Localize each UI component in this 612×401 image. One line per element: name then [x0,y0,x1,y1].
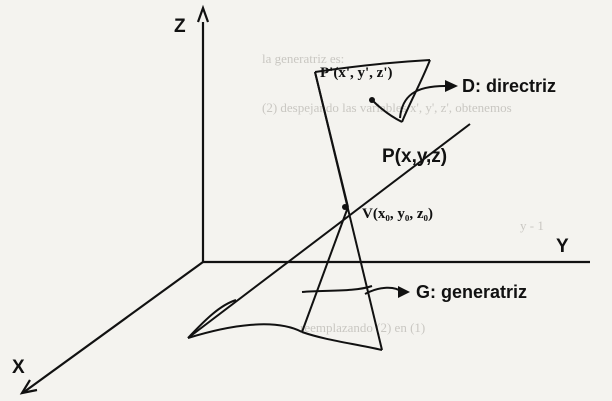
directriz-label: D: directriz [462,76,556,96]
x-axis [23,261,204,393]
z-axis-arrow [196,4,210,23]
directriz-top-curve [314,59,431,73]
p-prime-point [369,97,375,103]
svg-text:y - 1: y - 1 [520,218,544,233]
directriz-arrowhead [445,80,458,92]
point-p-label: P(x,y,z) [382,146,447,167]
generatriz-pointer [364,286,403,295]
lower-curve-bottom [301,331,383,351]
vertex-label: V(x₀, y₀, z₀) [362,206,433,222]
generatriz-arrowhead [398,286,410,298]
pointer-arrows [364,80,458,298]
point-p-prime-label: P'(x', y', z') [320,65,392,81]
svg-text:la generatriz es:: la generatriz es: [262,51,344,66]
x-axis-arrow [19,379,38,395]
coordinate-axes [19,4,590,395]
directriz-pointer [399,85,446,119]
generatriz-label: G: generatriz [416,282,527,302]
z-axis-label: Z [174,16,186,37]
lower-curve-left [187,323,303,339]
svg-text:reemplazando (2) en (1): reemplazando (2) en (1) [300,320,425,335]
lower-curve-top [301,285,373,293]
cone-surface [187,59,471,351]
generatrix-line [314,71,383,351]
x-axis-label: X [12,357,25,378]
y-axis-label: Y [556,236,569,257]
lower-curve-left-edge [187,299,237,339]
axis-through-vertex [187,123,471,339]
lower-left-generatrix [301,206,349,333]
bleed-through-text: la generatriz es: (2) despejando las var… [262,51,544,335]
vertex-point [342,204,348,210]
